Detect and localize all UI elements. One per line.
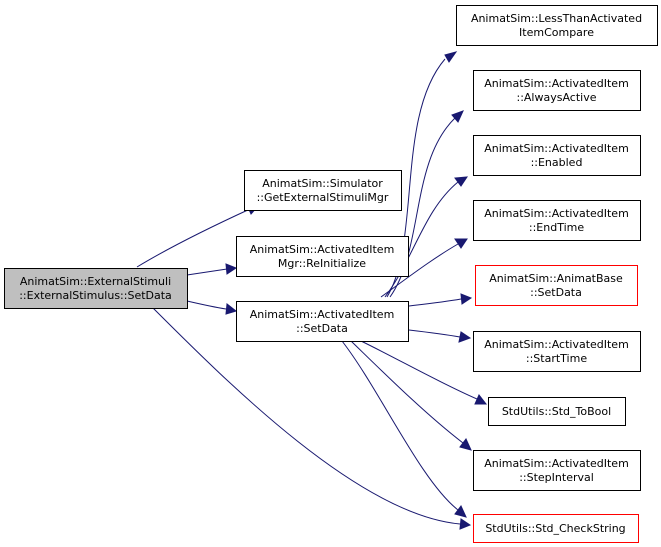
node-label-line: ::Enabled (531, 156, 583, 169)
node-box (473, 200, 641, 241)
node-box (473, 514, 639, 543)
node-label-line: StdUtils::Std_ToBool (502, 405, 611, 418)
node-box (475, 265, 638, 306)
node-box (236, 236, 409, 277)
node-enabled[interactable]: AnimatSim::ActivatedItem::Enabled (473, 135, 641, 176)
node-label-line: ::SetData (296, 322, 348, 335)
node-box (456, 5, 658, 46)
node-label-line: AnimatSim::ActivatedItem (250, 308, 395, 321)
node-label-line: ::StartTime (526, 352, 587, 365)
edge-activateditem-setdata-to-starttime (408, 329, 472, 343)
node-box (473, 135, 641, 176)
node-animatbase-setdata[interactable]: AnimatSim::AnimatBase::SetData (475, 265, 638, 306)
nodes: AnimatSim::ExternalStimuli::ExternalStim… (4, 5, 658, 543)
node-box (473, 450, 641, 491)
node-box (473, 331, 641, 372)
node-ai-setdata[interactable]: AnimatSim::ActivatedItem::SetData (236, 301, 409, 342)
edges (136, 51, 488, 530)
edge-activateditem-setdata-to-alwaysactive (389, 110, 464, 298)
node-label-line: AnimatSim::ActivatedItem (250, 243, 395, 256)
edge-activateditem-setdata-to-enabled (384, 176, 468, 298)
node-label-line: ItemCompare (519, 26, 594, 39)
edge-activateditem-setdata-to-std-checkstring (341, 340, 467, 518)
node-label-line: AnimatSim::LessThanActivated (471, 12, 642, 25)
node-start-time[interactable]: AnimatSim::ActivatedItem::StartTime (473, 331, 641, 372)
node-label-line: ::SetData (530, 286, 582, 299)
node-label-line: AnimatSim::ActivatedItem (484, 77, 629, 90)
node-step-interval[interactable]: AnimatSim::ActivatedItem::StepInterval (473, 450, 641, 491)
edge-root-to-activateditem-setdata (186, 300, 238, 315)
node-always-active[interactable]: AnimatSim::ActivatedItem::AlwaysActive (473, 70, 641, 111)
edge-activateditem-setdata-to-std-tobool (360, 340, 488, 405)
node-end-time[interactable]: AnimatSim::ActivatedItem::EndTime (473, 200, 641, 241)
node-aim-reinit[interactable]: AnimatSim::ActivatedItemMgr::ReInitializ… (236, 236, 409, 277)
node-box (236, 301, 409, 342)
edge-activateditem-setdata-to-animatbase-setdata (408, 293, 473, 307)
node-box (244, 170, 402, 211)
edge-root-to-std-checkstring (152, 307, 472, 530)
node-label-line: ::AlwaysActive (517, 91, 597, 104)
edge-activateditem-setdata-to-endtime (380, 238, 468, 298)
node-label-line: AnimatSim::AnimatBase (489, 272, 623, 285)
node-std-tobool[interactable]: StdUtils::Std_ToBool (488, 397, 626, 426)
edge-root-to-activateditemmgr-reinitialize (186, 263, 238, 276)
node-label-line: AnimatSim::ActivatedItem (484, 207, 629, 220)
node-label-line: StdUtils::Std_CheckString (485, 522, 625, 535)
node-label-line: ::ExternalStimulus::SetData (19, 289, 172, 302)
node-label-line: ::EndTime (529, 221, 584, 234)
node-std-checkstring[interactable]: StdUtils::Std_CheckString (473, 514, 639, 543)
node-label-line: ::StepInterval (519, 471, 594, 484)
node-box (473, 70, 641, 111)
node-box (488, 397, 626, 426)
node-label-line: AnimatSim::ActivatedItem (484, 457, 629, 470)
node-label-line: AnimatSim::ExternalStimuli (20, 275, 171, 288)
node-label-line: ::GetExternalStimuliMgr (257, 191, 389, 204)
node-label-line: AnimatSim::ActivatedItem (484, 338, 629, 351)
node-label-line: AnimatSim::ActivatedItem (484, 142, 629, 155)
edge-activateditem-setdata-to-stepinterval (350, 340, 472, 451)
node-box (4, 268, 188, 309)
node-label-line: AnimatSim::Simulator (262, 177, 383, 190)
node-sim-get[interactable]: AnimatSim::Simulator::GetExternalStimuli… (244, 170, 402, 211)
node-root[interactable]: AnimatSim::ExternalStimuli::ExternalStim… (4, 268, 188, 309)
node-label-line: Mgr::ReInitialize (278, 257, 366, 270)
